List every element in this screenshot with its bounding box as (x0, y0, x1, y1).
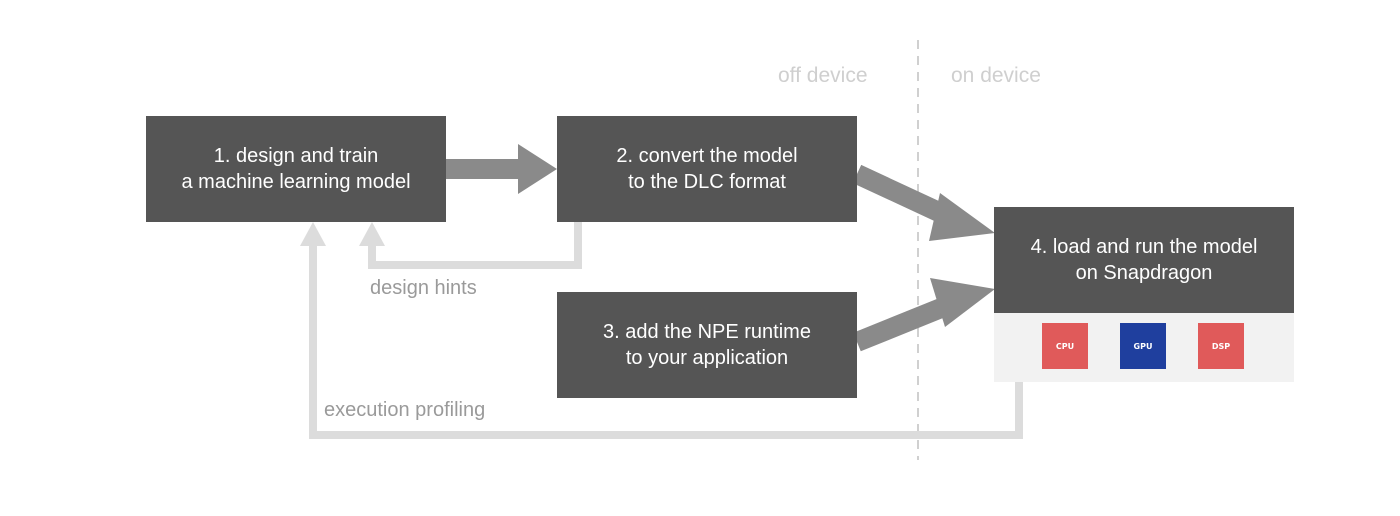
dsp-chip-label: DSP (1211, 341, 1231, 351)
off-device-label: off device (778, 64, 868, 87)
processor-panel: CPU GPU DSP (994, 313, 1294, 382)
arrow-step3-to-step4 (853, 278, 995, 352)
step-3-label: 3. add the NPE runtime to your applicati… (603, 321, 811, 369)
step-3-box: 3. add the NPE runtime to your applicati… (557, 292, 857, 398)
design-hints-label: design hints (370, 277, 477, 299)
gpu-chip: GPU (1120, 323, 1166, 369)
gpu-chip-label: GPU (1133, 341, 1153, 351)
step-1-box: 1. design and train a machine learning m… (146, 116, 446, 222)
step-2-label: 2. convert the model to the DLC format (616, 145, 798, 193)
on-device-label: on device (951, 64, 1041, 87)
execution-profiling-label: execution profiling (324, 399, 486, 421)
design-hints-loop (359, 222, 582, 269)
cpu-chip-label: CPU (1055, 341, 1075, 351)
arrow-step1-to-step2 (446, 144, 557, 194)
cpu-chip: CPU (1042, 323, 1088, 369)
step-1-label: 1. design and train a machine learning m… (181, 145, 411, 193)
step-4-box: 4. load and run the model on Snapdragon (994, 207, 1294, 313)
step-2-box: 2. convert the model to the DLC format (557, 116, 857, 222)
step-4-label: 4. load and run the model on Snapdragon (1030, 236, 1258, 284)
dsp-chip: DSP (1198, 323, 1244, 369)
execution-profiling-loop (300, 222, 1023, 439)
arrow-step2-to-step4 (852, 164, 995, 241)
